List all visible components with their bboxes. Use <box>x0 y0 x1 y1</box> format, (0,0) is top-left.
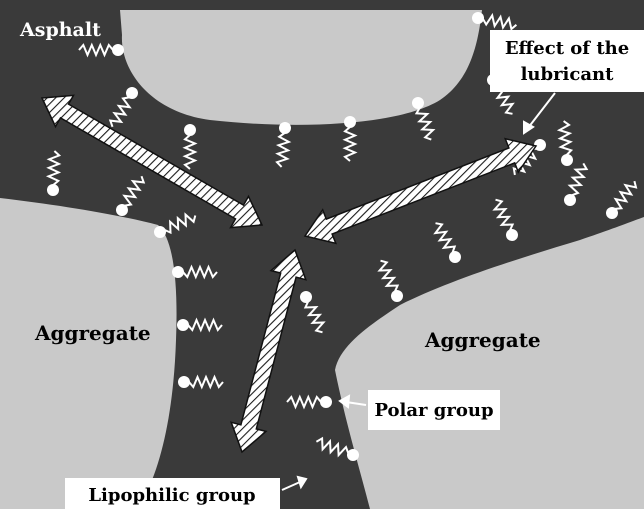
polar-head <box>47 184 59 196</box>
polar-group-label: Polar group <box>374 400 493 421</box>
polar-head <box>412 97 424 109</box>
polar-head <box>472 12 484 24</box>
aggregate-right-label: Aggregate <box>424 328 541 352</box>
aggregate-left <box>0 198 177 509</box>
lubricant-label-line2: lubricant <box>521 64 615 85</box>
polar-head <box>344 116 356 128</box>
asphalt-label: Asphalt <box>19 19 101 41</box>
polar-head <box>178 376 190 388</box>
polar-head <box>177 319 189 331</box>
polar-head <box>534 139 546 151</box>
lipophilic-group-label-box: Lipophilic group <box>65 478 280 509</box>
polar-head <box>154 226 166 238</box>
polar-head <box>561 154 573 166</box>
polar-head <box>184 124 196 136</box>
polar-head <box>126 87 138 99</box>
lipophilic-group-label: Lipophilic group <box>88 485 255 506</box>
polar-head <box>279 122 291 134</box>
polar-head <box>300 291 312 303</box>
polar-head <box>506 229 518 241</box>
polar-group-label-box: Polar group <box>368 390 500 430</box>
polar-head <box>347 449 359 461</box>
polar-head <box>116 204 128 216</box>
aggregate-left-label: Aggregate <box>34 321 151 345</box>
polar-head <box>172 266 184 278</box>
polar-head <box>564 194 576 206</box>
polar-head <box>449 251 461 263</box>
polar-head <box>606 207 618 219</box>
polar-head <box>391 290 403 302</box>
lubricant-label-box: Effect of the lubricant <box>490 30 644 92</box>
polar-head <box>320 396 332 408</box>
lubricant-label-line1: Effect of the <box>505 38 629 59</box>
polar-head <box>112 44 124 56</box>
